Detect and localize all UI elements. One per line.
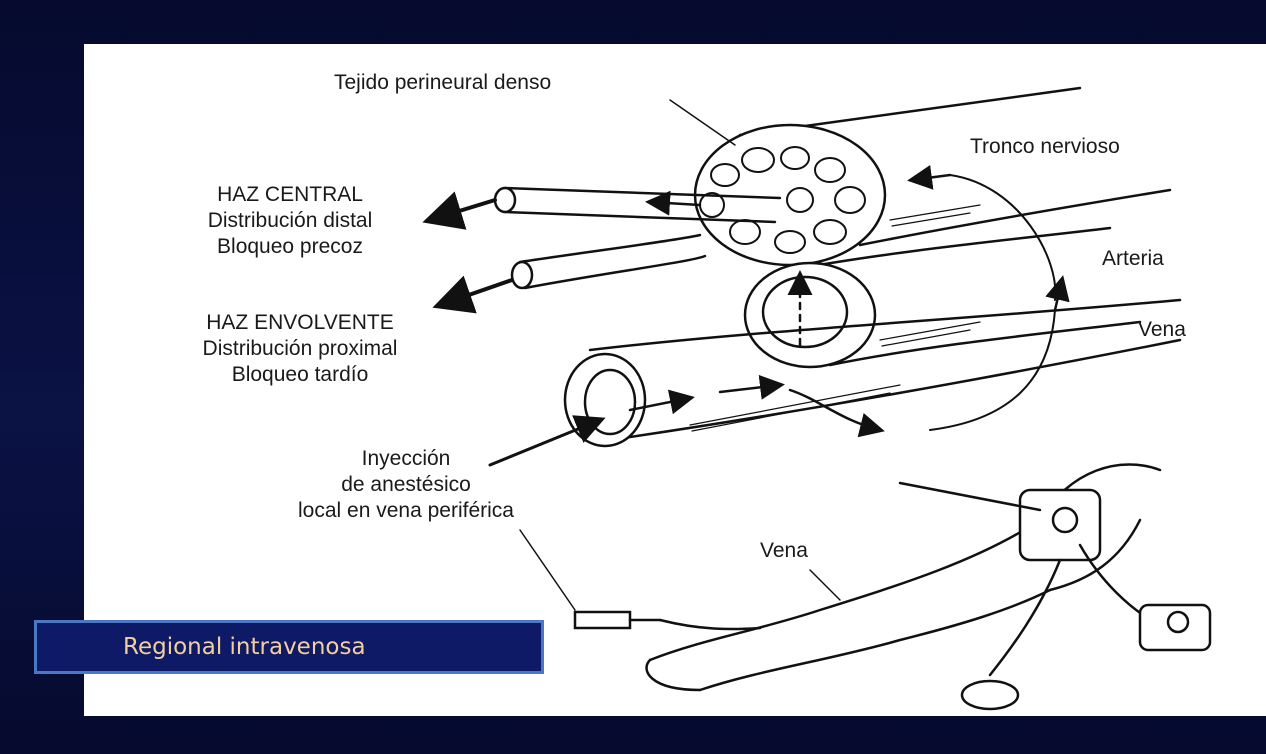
slide-caption: Regional intravenosa	[34, 620, 544, 674]
injection-line3: local en vena periférica	[266, 498, 546, 524]
central-bundle-line2: Bloqueo precoz	[160, 234, 420, 260]
syringe	[575, 612, 630, 628]
label-injection: Inyección de anestésico local en vena pe…	[266, 446, 546, 524]
injection-line1: Inyección	[266, 446, 546, 472]
enveloping-bundle-line2: Bloqueo tardío	[150, 362, 450, 388]
label-enveloping-bundle: HAZ ENVOLVENTE Distribución proximal Blo…	[150, 310, 450, 388]
label-vein-arm: Vena	[760, 538, 808, 564]
injection-line2: de anestésico	[266, 472, 546, 498]
circulation-arrow	[950, 175, 1055, 300]
label-vein-top: Vena	[1138, 317, 1186, 343]
arm	[650, 520, 1050, 690]
enveloping-bundle-title: HAZ ENVOLVENTE	[150, 310, 450, 336]
inflation-bulb	[962, 681, 1018, 709]
enveloping-bundle-tube	[520, 235, 705, 288]
enveloping-bundle-line1: Distribución proximal	[150, 336, 450, 362]
central-bundle-title: HAZ CENTRAL	[160, 182, 420, 208]
label-dense-tissue: Tejido perineural denso	[334, 70, 551, 96]
central-bundle-line1: Distribución distal	[160, 208, 420, 234]
vein	[590, 300, 1180, 440]
label-artery: Arteria	[1102, 246, 1164, 272]
label-nerve-trunk: Tronco nervioso	[970, 134, 1120, 160]
tourniquet-cuff	[1020, 490, 1100, 560]
label-central-bundle: HAZ CENTRAL Distribución distal Bloqueo …	[160, 182, 420, 260]
